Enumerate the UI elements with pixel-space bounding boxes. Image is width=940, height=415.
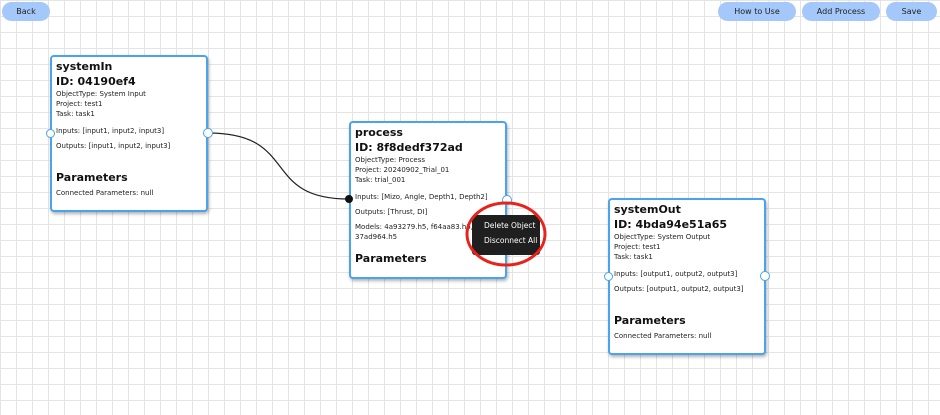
node-outputs: Outputs: [input1, input2, input3] <box>56 142 171 150</box>
node-systemout[interactable]: systemOut ID: 4bda94e51a65 ObjectType: S… <box>608 198 766 355</box>
output-port[interactable] <box>203 128 213 138</box>
menu-item-disconnect-all[interactable]: Disconnect All <box>484 236 538 245</box>
context-menu: Delete Object Disconnect All <box>472 215 540 255</box>
input-port[interactable] <box>46 129 55 138</box>
node-object-type: ObjectType: System Input <box>56 90 146 98</box>
add-process-button[interactable]: Add Process <box>802 2 880 21</box>
node-params-title: Parameters <box>355 252 427 265</box>
node-title: process <box>355 126 403 139</box>
node-params-title: Parameters <box>56 171 128 184</box>
node-models: Models: 4a93279.h5, f64aa83.h5, 37ad964.… <box>355 223 474 241</box>
node-inputs: Inputs: [output1, output2, output3] <box>614 270 738 278</box>
save-button[interactable]: Save <box>886 2 937 21</box>
menu-item-delete-object[interactable]: Delete Object <box>484 221 536 230</box>
node-inputs: Inputs: [Mizo, Angle, Depth1, Depth2] <box>355 193 488 201</box>
node-id: ID: 4bda94e51a65 <box>614 218 728 231</box>
output-port[interactable] <box>760 271 770 281</box>
node-title: systemOut <box>614 203 681 216</box>
node-systemin[interactable]: systemIn ID: 04190ef4 ObjectType: System… <box>50 55 208 212</box>
input-port[interactable] <box>604 272 613 281</box>
back-button[interactable]: Back <box>2 2 50 21</box>
node-object-type: ObjectType: System Output <box>614 233 711 241</box>
node-inputs: Inputs: [input1, input2, input3] <box>56 127 165 135</box>
node-task: Task: task1 <box>56 110 95 118</box>
input-port[interactable] <box>345 195 353 203</box>
node-params: Connected Parameters: null <box>614 332 712 340</box>
node-object-type: ObjectType: Process <box>355 156 426 164</box>
node-params-title: Parameters <box>614 314 686 327</box>
output-port[interactable] <box>502 195 512 205</box>
node-outputs: Outputs: [Thrust, DI] <box>355 208 428 216</box>
node-project: Project: test1 <box>614 243 661 251</box>
node-title: systemIn <box>56 60 113 73</box>
edge-systemin-process[interactable] <box>207 132 350 200</box>
node-process[interactable]: process ID: 8f8dedf372ad ObjectType: Pro… <box>349 121 507 279</box>
node-project: Project: test1 <box>56 100 103 108</box>
how-to-use-button[interactable]: How to Use <box>718 2 796 21</box>
node-id: ID: 8f8dedf372ad <box>355 141 463 154</box>
node-task: Task: task1 <box>614 253 653 261</box>
node-id: ID: 04190ef4 <box>56 75 136 88</box>
node-project: Project: 20240902_Trial_01 <box>355 166 450 174</box>
node-task: Task: trial_001 <box>355 176 406 184</box>
node-params: Connected Parameters: null <box>56 189 154 197</box>
node-outputs: Outputs: [output1, output2, output3] <box>614 285 744 293</box>
